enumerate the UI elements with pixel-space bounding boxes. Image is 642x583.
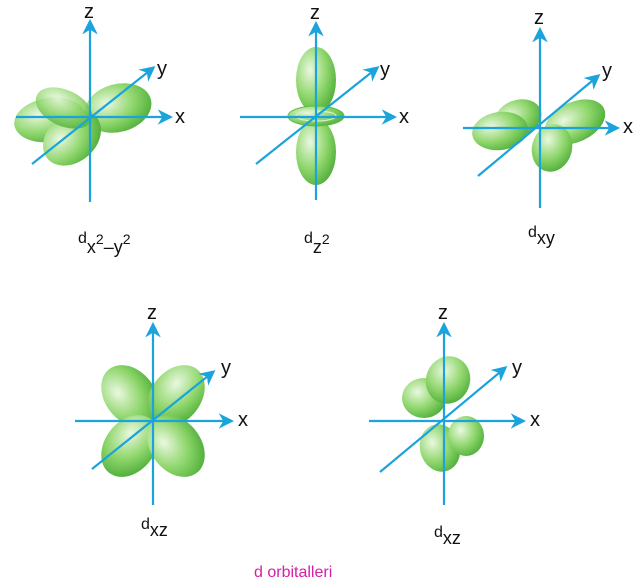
y-axis-label: y	[602, 60, 612, 82]
name-sub1: xz	[443, 528, 461, 548]
y-axis-label: y	[380, 59, 390, 81]
y-axis	[31, 66, 156, 165]
name-dash: –	[104, 237, 114, 257]
lobe-lower-right	[448, 416, 484, 456]
orbital-name: dxz	[434, 524, 461, 548]
lobe-right	[84, 83, 152, 133]
name-base: d	[304, 230, 313, 247]
x-axis-label: x	[175, 106, 185, 128]
orbital-name: dx2–y2	[78, 230, 131, 257]
name-base: d	[434, 524, 443, 541]
name-base: d	[528, 224, 537, 241]
name-sub1: xy	[537, 228, 555, 248]
name-sup2: 2	[123, 231, 131, 247]
lobe-left	[472, 111, 528, 151]
name-sub2: y	[114, 237, 123, 257]
y-axis-label: y	[157, 58, 167, 80]
lobe-upper-left	[101, 365, 159, 427]
x-axis-label: x	[399, 106, 409, 128]
lobe-front	[531, 124, 573, 172]
orbital-dxz-2: z x y dxz	[369, 302, 540, 548]
y-axis-label: y	[221, 357, 231, 379]
y-axis	[91, 370, 216, 470]
caption: d orbitalleri	[254, 564, 332, 581]
orbital-name: dz2	[304, 230, 330, 257]
lobes	[402, 356, 484, 472]
y-axis-label: y	[512, 357, 522, 379]
name-sub1: xz	[150, 520, 168, 540]
lobe-upper-right	[147, 365, 205, 427]
lobes	[101, 365, 205, 477]
name-base: d	[141, 516, 150, 533]
x-axis-label: x	[623, 116, 633, 138]
name-sup1: 2	[322, 231, 330, 247]
y-axis	[255, 66, 380, 165]
z-axis-label: z	[534, 7, 544, 29]
y-axis	[379, 366, 508, 473]
lobe-back	[35, 87, 93, 129]
lobe-lower-right	[147, 415, 205, 477]
z-axis-label: z	[147, 302, 157, 324]
orbital-dxz-1: z x y dxz	[75, 302, 248, 540]
lobes	[14, 83, 152, 166]
name-sub1: x	[87, 237, 96, 257]
y-axis	[477, 74, 601, 177]
z-axis-label: z	[84, 1, 94, 23]
orbital-dxy: z x y dxy	[463, 7, 633, 248]
lobe-lower-left	[101, 415, 159, 477]
name-base: d	[78, 230, 87, 247]
z-axis-label: z	[438, 302, 448, 324]
x-axis-label: x	[530, 409, 540, 431]
orbital-dz2: z x y dz2	[240, 2, 409, 257]
orbital-name: dxz	[141, 516, 168, 540]
lobe-upper-right	[425, 356, 471, 404]
z-axis-label: z	[310, 2, 320, 24]
orbital-dx2-y2: z x y dx2–y2	[14, 1, 185, 257]
name-sup1: 2	[96, 231, 104, 247]
name-sub1: z	[313, 237, 322, 257]
x-axis-label: x	[238, 409, 248, 431]
orbital-name: dxy	[528, 224, 555, 248]
